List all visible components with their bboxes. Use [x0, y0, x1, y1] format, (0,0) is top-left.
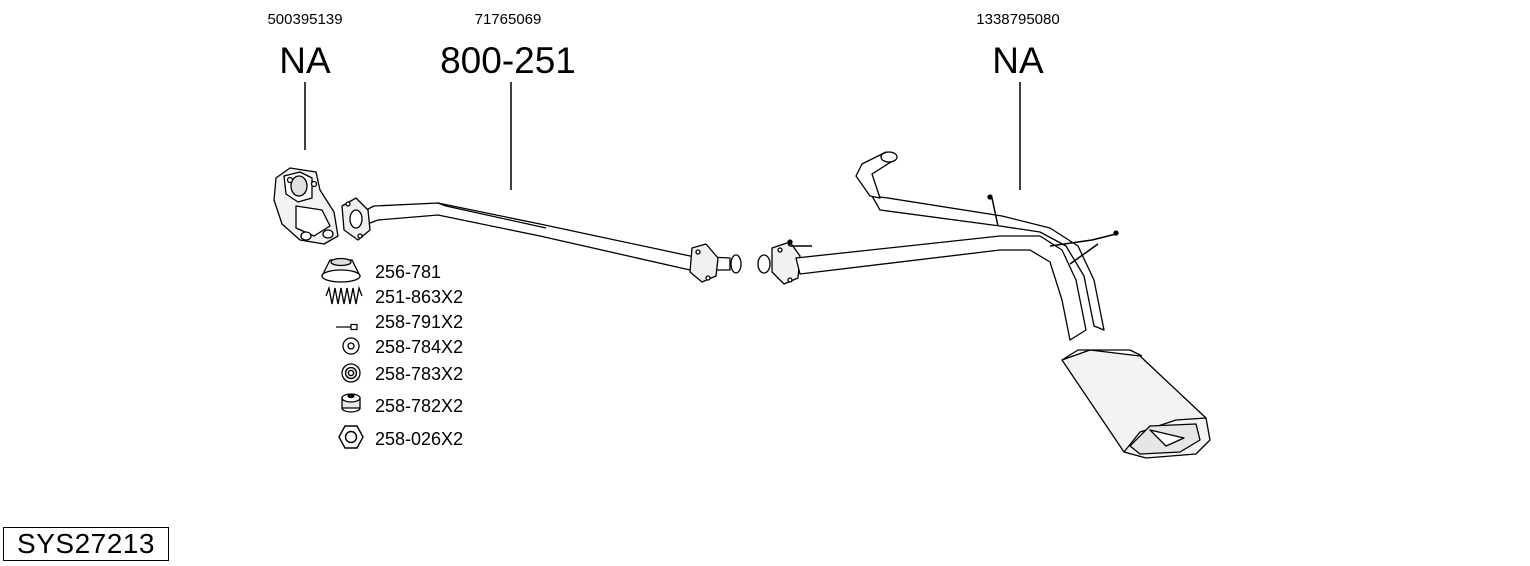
spring-icon — [325, 285, 363, 305]
fitting-label[interactable]: 258-026X2 — [375, 429, 463, 449]
bushing-icon — [341, 393, 361, 413]
fitting-label[interactable]: 258-791X2 — [375, 312, 463, 332]
fitting-label[interactable]: 251-863X2 — [375, 287, 463, 307]
part-3-oem-number: 1338795080 — [976, 11, 1059, 28]
rear-silencer-part[interactable] — [757, 151, 1211, 459]
part-3-code[interactable]: NA — [992, 40, 1044, 81]
fitting-label[interactable]: 256-781 — [375, 262, 441, 282]
part-2-oem-number: 71765069 — [475, 11, 542, 28]
fitting-label[interactable]: 258-783X2 — [375, 364, 463, 384]
part-1-code[interactable]: NA — [279, 40, 331, 81]
system-id-box: SYS27213 — [3, 527, 169, 561]
front-pipe-part[interactable] — [341, 197, 742, 283]
bolt-icon — [336, 323, 358, 331]
washer-icon — [342, 337, 360, 355]
fitting-label[interactable]: 258-782X2 — [375, 396, 463, 416]
rubber-ring-icon — [341, 363, 361, 383]
part-2-code[interactable]: 800-251 — [440, 40, 576, 81]
fittings-list: 256-781 251-863X2 258-791X2 258-784X2 25… — [375, 262, 463, 449]
part-1-oem-number: 500395139 — [267, 11, 342, 28]
manifold-converter-part[interactable] — [273, 167, 339, 245]
gasket-ring-icon — [320, 257, 362, 283]
hex-nut-icon — [338, 425, 364, 449]
fitting-label[interactable]: 258-784X2 — [375, 337, 463, 357]
